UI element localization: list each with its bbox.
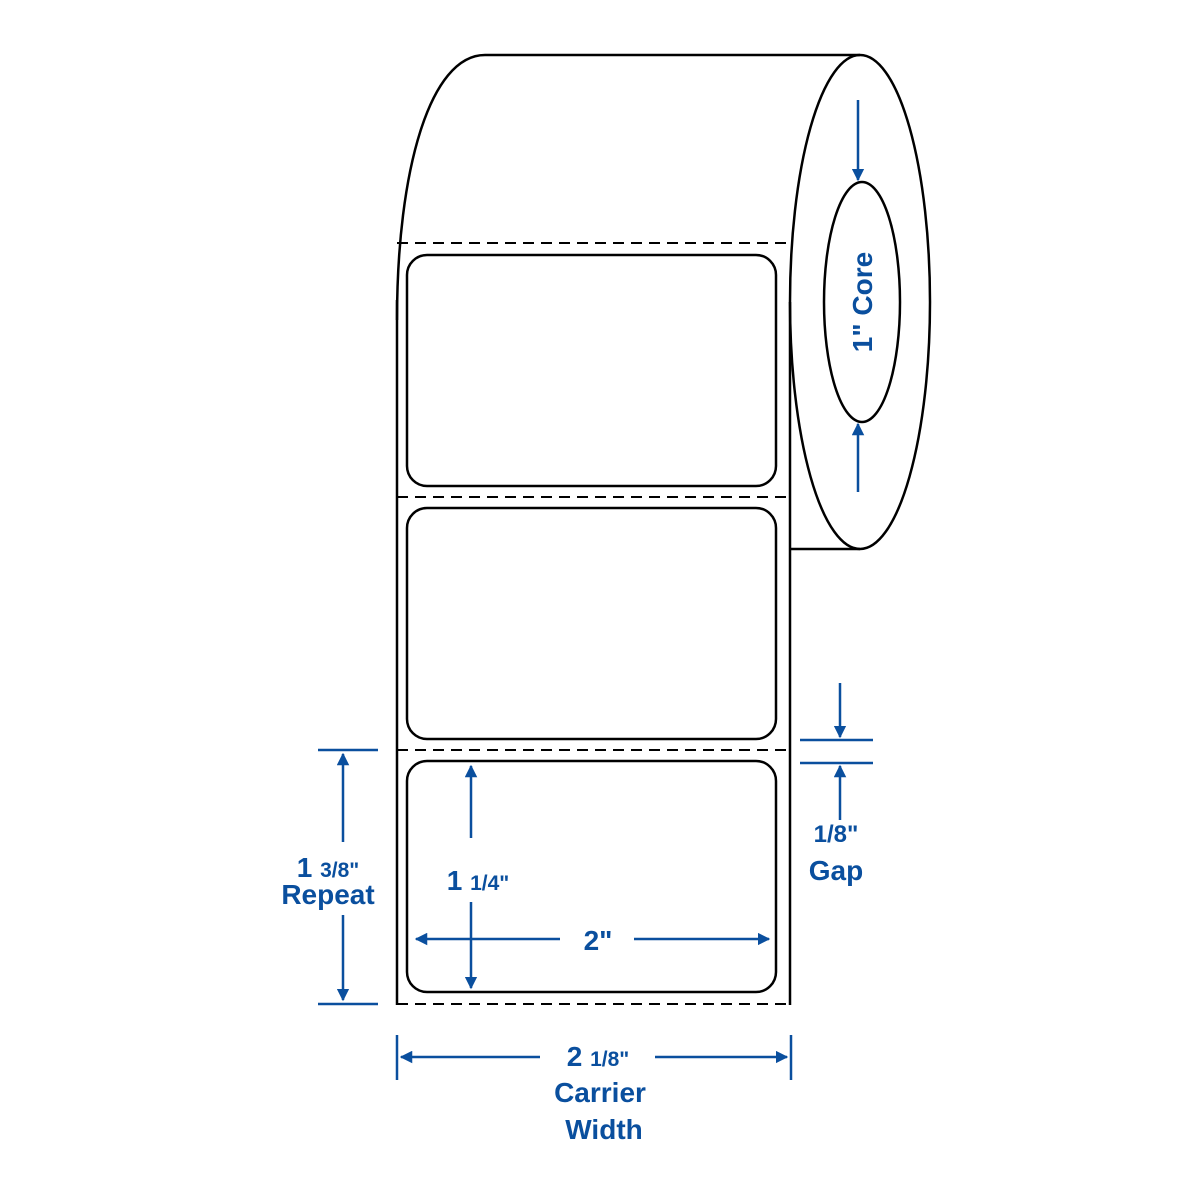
roll-core — [822, 180, 902, 424]
label-width-value: 2" — [584, 925, 613, 956]
label — [405, 506, 778, 741]
gap-dimension: 1/8" Gap — [800, 683, 873, 886]
label — [405, 253, 778, 488]
label-width-dimension: 2" — [414, 925, 771, 956]
carrier-width-dimension: 2 1/8" Carrier Width — [395, 1035, 793, 1145]
carrier-strip — [395, 242, 792, 1005]
repeat-value: 1 3/8" — [297, 852, 360, 883]
core-dimension: 1" Core — [847, 100, 878, 492]
gap-value: 1/8" — [814, 821, 859, 848]
carrier-width-value: 2 1/8" — [567, 1041, 630, 1072]
gap-label: Gap — [809, 855, 863, 886]
width-label: Width — [565, 1114, 643, 1145]
label — [405, 759, 778, 994]
repeat-dimension: 1 3/8" Repeat — [281, 748, 378, 1006]
core-label: 1" Core — [847, 252, 878, 352]
carrier-label: Carrier — [554, 1077, 646, 1108]
label-height-value: 1 1/4" — [447, 865, 510, 896]
roll-top-outline — [395, 53, 860, 321]
label-height-dimension: 1 1/4" — [447, 764, 510, 990]
repeat-label: Repeat — [281, 879, 374, 910]
